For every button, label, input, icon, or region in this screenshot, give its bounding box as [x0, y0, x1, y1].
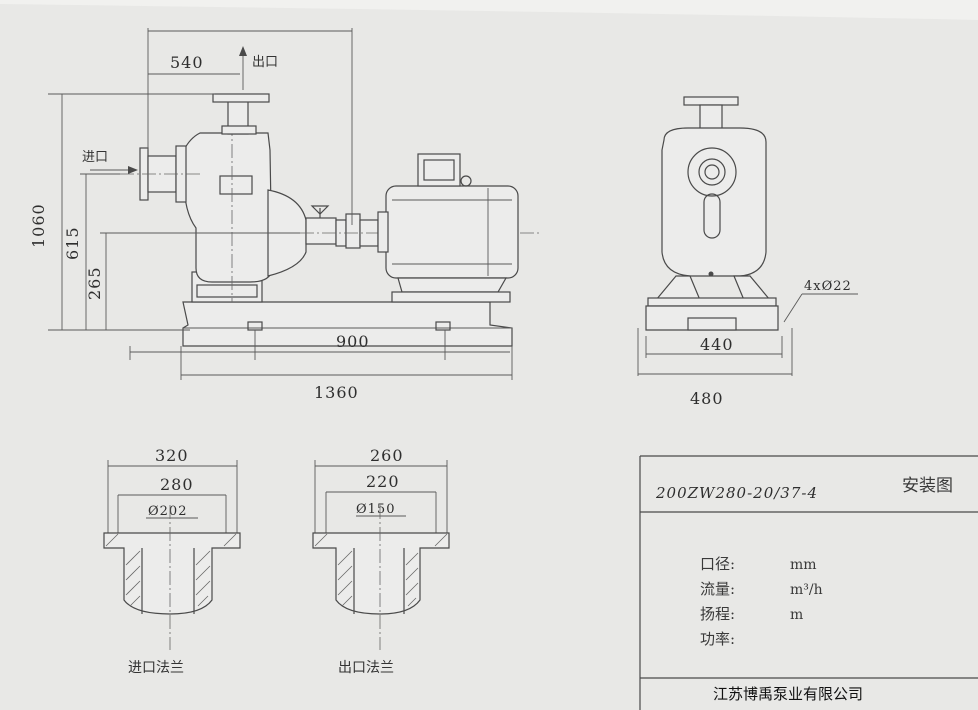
spec-unit-head: m: [790, 607, 803, 623]
inlet-label: 进口: [82, 150, 108, 165]
inlet-bolt-dim: 280: [160, 475, 194, 494]
spec-unit-caliber: mm: [790, 557, 817, 573]
outlet-bolt-dim: 220: [366, 472, 400, 491]
dim-540: 540: [170, 53, 204, 72]
spec-label-head: 扬程:: [700, 605, 735, 623]
dim-1060: 1060: [29, 203, 48, 248]
inlet-bore-dim: Ø202: [148, 504, 187, 519]
company-name: 江苏博禹泵业有限公司: [713, 685, 864, 703]
model-number: 200ZW280-20/37-4: [655, 484, 818, 502]
title-block: 200ZW280-20/37-4 安装图 口径: mm 流量: m³/h 扬程:…: [639, 455, 978, 710]
dim-4x022: 4xØ22: [804, 279, 852, 294]
inlet-outer-dim: 320: [155, 446, 189, 465]
dim-615: 615: [63, 226, 82, 260]
outlet-flange-detail: 260 220 Ø150 出口法兰: [312, 446, 450, 676]
spec-label-caliber: 口径:: [700, 555, 735, 573]
pump-end-view: 440 480 4xØ22: [637, 96, 858, 408]
inlet-flange-detail: 320 280 Ø202 进口法兰: [103, 446, 241, 676]
inlet-flange-caption: 进口法兰: [128, 660, 184, 676]
outlet-label: 出口: [252, 55, 278, 70]
outlet-flange-caption: 出口法兰: [338, 660, 394, 676]
dim-900: 900: [336, 332, 370, 351]
drawing-title: 安装图: [902, 476, 953, 496]
spec-unit-flow: m³/h: [790, 582, 823, 598]
outlet-outer-dim: 260: [370, 446, 404, 465]
spec-label-power: 功率:: [700, 630, 735, 648]
side-view-dimensions: 540 出口 进口 1060 615 265 900 1360: [29, 28, 513, 402]
dim-480: 480: [690, 389, 724, 408]
outlet-bore-dim: Ø150: [356, 502, 395, 517]
dim-440: 440: [700, 335, 734, 354]
dim-265: 265: [85, 266, 104, 300]
spec-rows: 口径: mm 流量: m³/h 扬程: m 功率:: [700, 555, 823, 648]
spec-label-flow: 流量:: [700, 580, 735, 598]
dim-1360: 1360: [314, 383, 359, 402]
